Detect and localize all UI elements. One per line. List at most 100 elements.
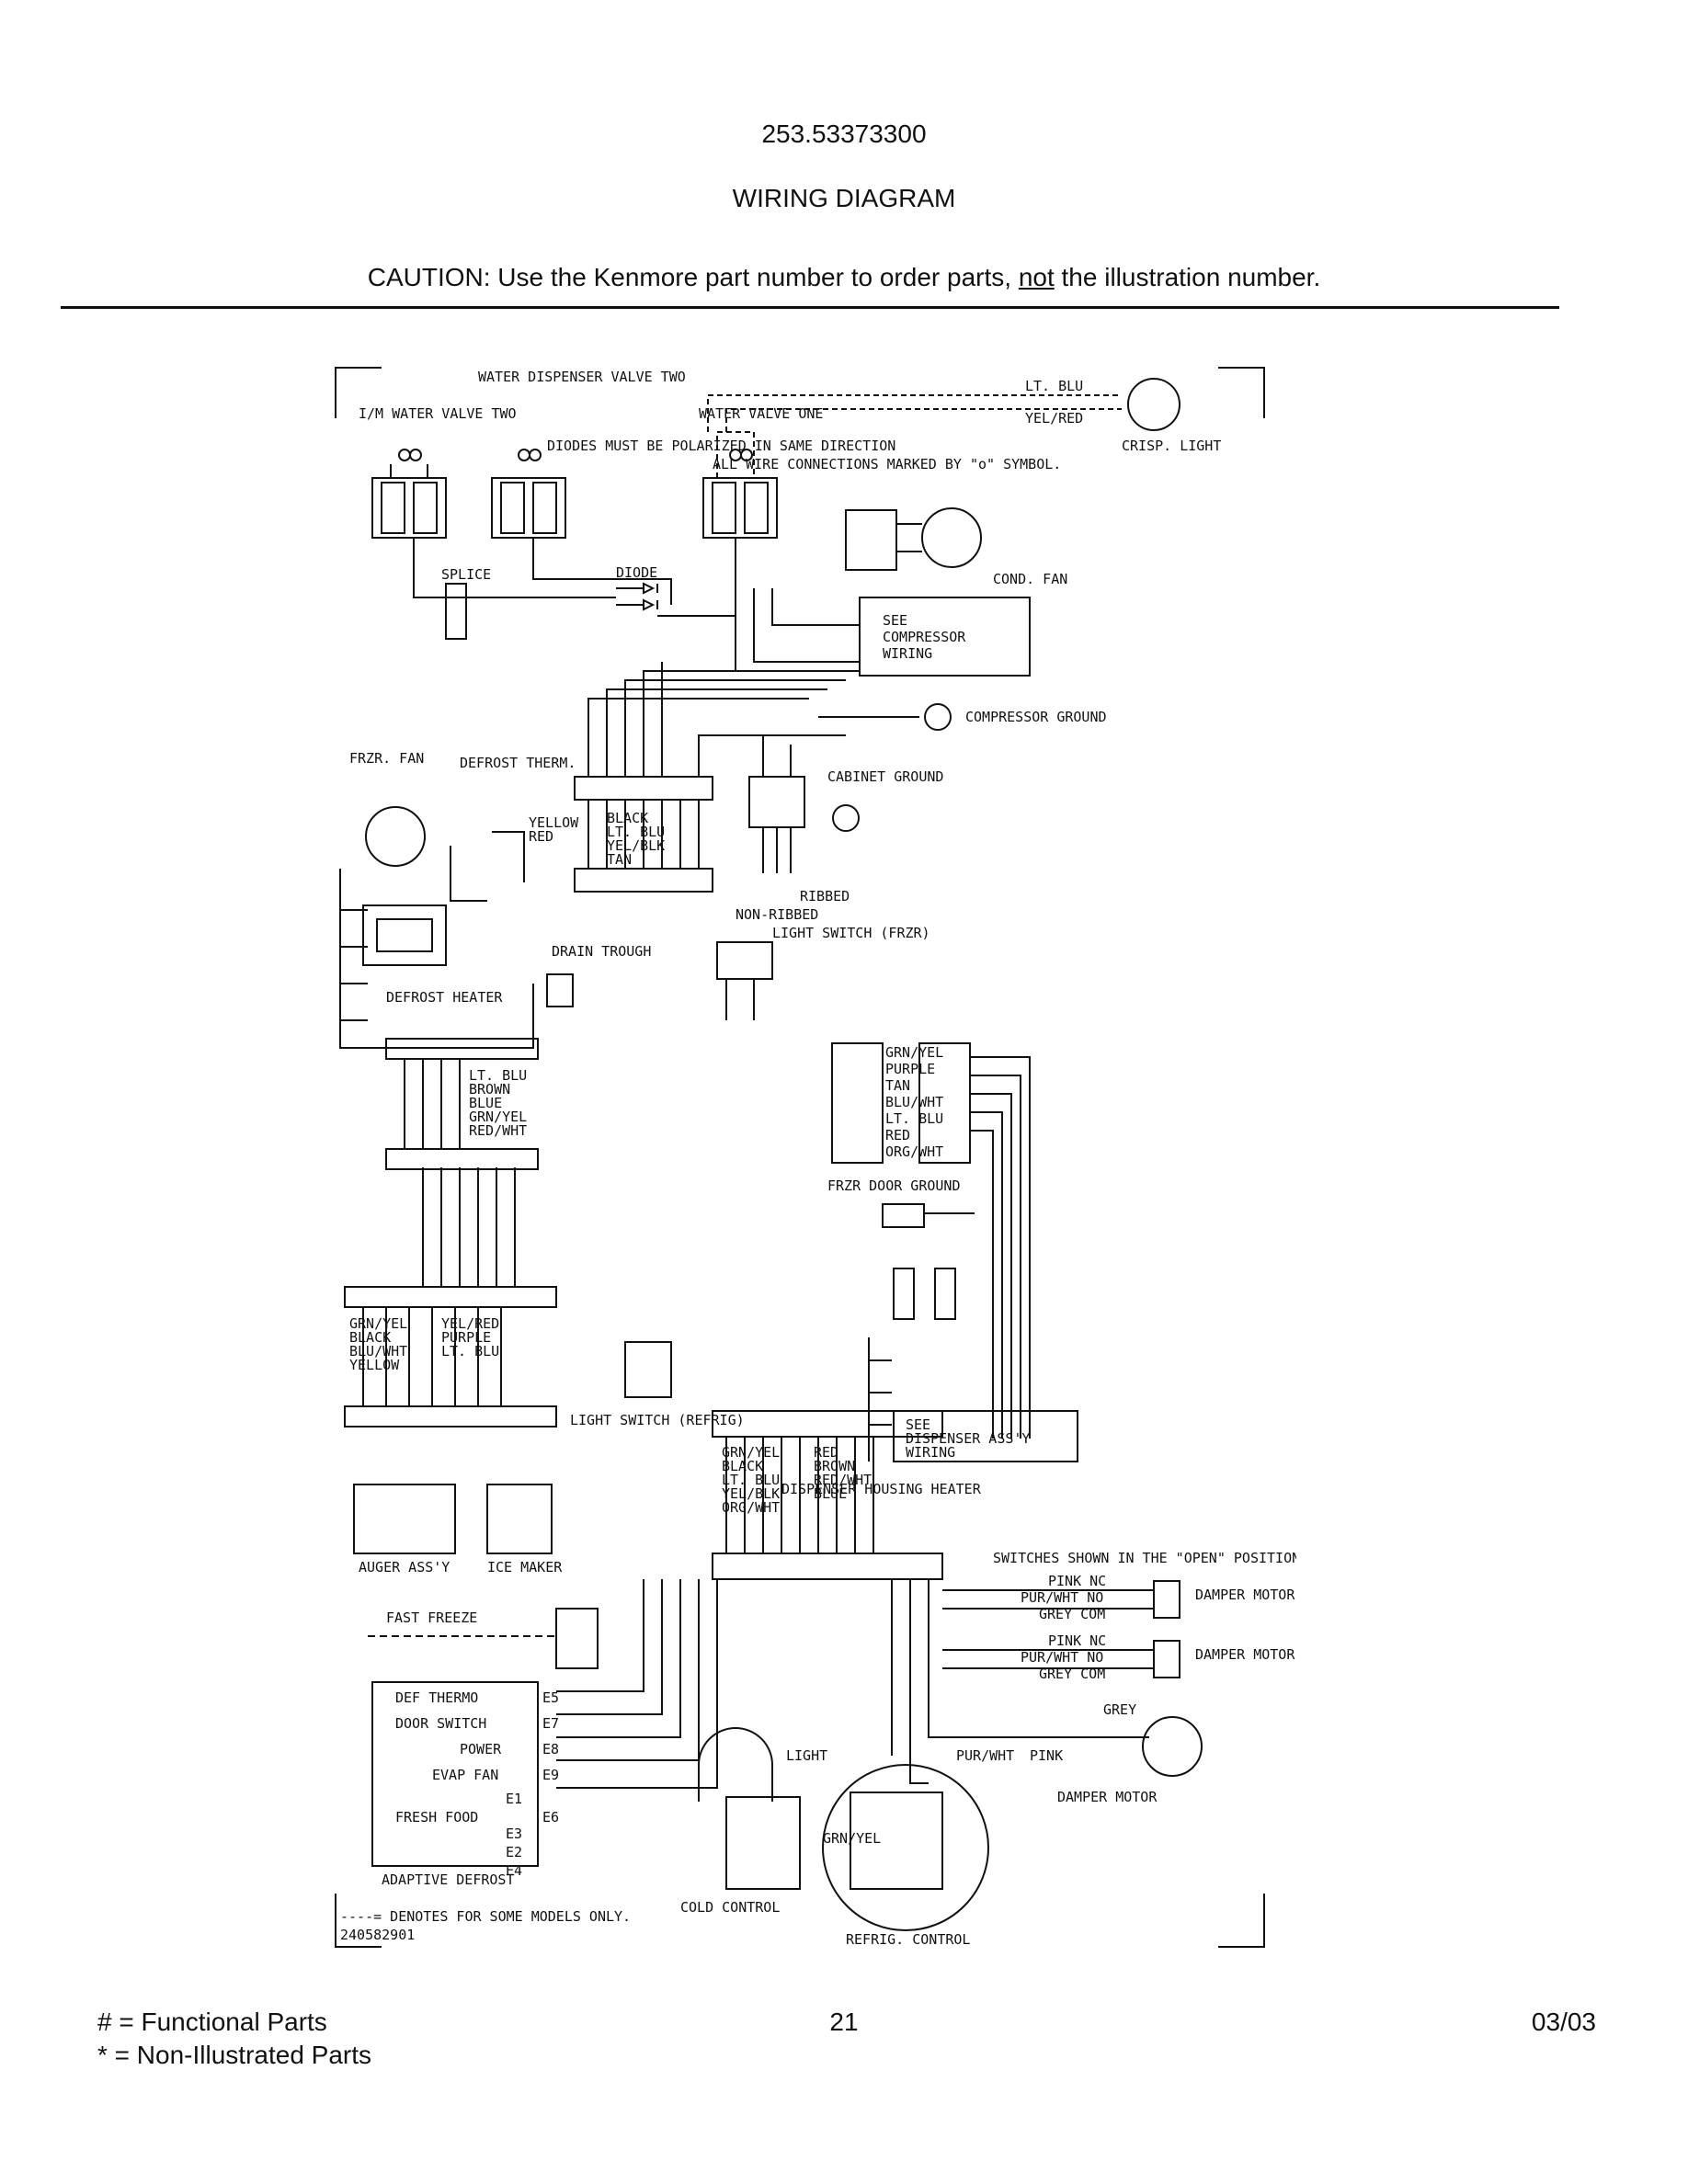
terminal-e2: E2 [506, 1844, 522, 1860]
harness-top-wire-2: LT. BLU [607, 824, 665, 840]
harness-lower-mid-wire-3: LT. BLU [722, 1472, 780, 1488]
adaptive-defrost-board [371, 1681, 539, 1867]
non-ribbed-label: NON-RIBBED [736, 906, 818, 923]
harness-lower-left-wire-7: LT. BLU [441, 1343, 499, 1359]
fast-freeze-label: FAST FREEZE [386, 1610, 477, 1626]
terminal-power: POWER [460, 1741, 502, 1757]
harness-top-wire-1: BLACK [607, 810, 648, 826]
diode-1 [616, 582, 658, 595]
harness-lower-mid-lower [712, 1553, 943, 1580]
harness-lower-left-wire-1: GRN/YEL [349, 1315, 407, 1332]
diode-2 [616, 598, 658, 611]
diode-label: DIODE [616, 564, 657, 581]
diodes-note: DIODES MUST BE POLARIZED IN SAME DIRECTI… [547, 438, 895, 454]
drain-trough [546, 973, 574, 1007]
fast-freeze-switch [555, 1608, 599, 1669]
harness-right-right [918, 1042, 971, 1164]
harness-lower-mid-wire-5: ORG/WHT [722, 1499, 780, 1516]
terminal-door-switch-code: E7 [542, 1715, 559, 1732]
harness-lower-left-wire-6: PURPLE [441, 1329, 491, 1346]
cond-fan-connector [845, 509, 897, 571]
harness-left-wire-4: GRN/YEL [469, 1109, 527, 1125]
harness-left-wire-5: RED/WHT [469, 1122, 527, 1139]
auger-assy-label: AUGER ASS'Y [359, 1559, 450, 1575]
model-number: 253.53373300 [761, 119, 927, 148]
see-compressor-line3: WIRING [883, 645, 932, 662]
damper-switch-1 [1153, 1580, 1180, 1619]
switch-wire-4: PINK NC [1048, 1632, 1106, 1649]
im-water-valve-label: I/M WATER VALVE TWO [359, 405, 517, 422]
compressor-ground-label: COMPRESSOR GROUND [965, 709, 1107, 725]
terminal-door-switch: DOOR SWITCH [395, 1715, 486, 1732]
terminal-fresh-food: FRESH FOOD [395, 1809, 478, 1826]
light-socket [698, 1727, 773, 1802]
harness-lower-mid-wire-1: GRN/YEL [722, 1444, 780, 1461]
harness-lower-left-upper [344, 1286, 557, 1308]
header-rule [61, 306, 1559, 309]
cond-fan-motor [921, 507, 982, 568]
switch-wire-6: GREY COM [1039, 1666, 1105, 1682]
harness-left-wire-2: BROWN [469, 1081, 510, 1098]
terminal-def-thermo: DEF THERMO [395, 1689, 478, 1706]
legend-non-illustrated-parts: * = Non-Illustrated Parts [97, 2041, 372, 2069]
yel-red-wire: YEL/RED [1025, 410, 1083, 427]
switch-wire-1: PINK NC [1048, 1573, 1106, 1589]
harness-top-lower [574, 868, 713, 893]
harness-lower-left-wire-3: BLU/WHT [349, 1343, 407, 1359]
harness-lower-mid-wire-6: RED [814, 1444, 838, 1461]
terminal-e1: E1 [506, 1791, 522, 1807]
damper-motor-label-2: DAMPER MOTOR [1195, 1646, 1295, 1663]
grn-yel-wire: GRN/YEL [823, 1830, 881, 1847]
terminal-fresh-food-code: E6 [542, 1809, 559, 1826]
terminal-e4: E4 [506, 1862, 522, 1879]
crisp-light-label: CRISP. LIGHT [1122, 438, 1221, 454]
caution-note: CAUTION: Use the Kenmore part number to … [0, 263, 1688, 292]
defrost-therm-label: DEFROST THERM. [460, 755, 576, 771]
pur-wht-wire: PUR/WHT [956, 1747, 1014, 1764]
dispenser-housing-heater [868, 1337, 892, 1462]
terminal-evap-fan: EVAP FAN [432, 1767, 498, 1783]
harness-left-lower [385, 1148, 539, 1170]
connections-note: ALL WIRE CONNECTIONS MARKED BY "o" SYMBO… [713, 456, 1061, 472]
caution-emphasis: not [1018, 263, 1055, 291]
harness-lower-left-wire-5: YEL/RED [441, 1315, 499, 1332]
page-title: WIRING DIAGRAM [732, 184, 956, 212]
harness-lower-mid-upper [712, 1410, 943, 1438]
terminal-e3: E3 [506, 1826, 522, 1842]
switch-wire-5: PUR/WHT NO [1021, 1649, 1103, 1666]
harness-lower-mid-wire-2: BLACK [722, 1458, 763, 1474]
light-label: LIGHT [786, 1747, 827, 1764]
harness-right-wire-4: BLU/WHT [885, 1094, 943, 1110]
harness-right-wire-6: RED [885, 1127, 910, 1143]
dispenser-valve-label: WATER DISPENSER VALVE TWO [478, 369, 686, 385]
damper-motor-label-3: DAMPER MOTOR [1057, 1789, 1158, 1805]
harness-top-wire-6: RED [529, 828, 553, 845]
harness-right-wire-5: LT. BLU [885, 1110, 943, 1127]
harness-left-wire-1: LT. BLU [469, 1067, 527, 1084]
crisp-light-bulb [1127, 378, 1180, 431]
wiring-diagram: I/M WATER VALVE TWO WATER DISPENSER VALV… [335, 367, 1296, 1948]
frzr-door-ground-label: FRZR DOOR GROUND [827, 1177, 961, 1194]
terminal-def-thermo-code: E5 [542, 1689, 559, 1706]
harness-lower-left-lower [344, 1405, 557, 1428]
ribbed-label: RIBBED [800, 888, 850, 904]
harness-left-upper [385, 1038, 539, 1060]
caution-suffix: the illustration number. [1054, 263, 1321, 291]
harness-right-wire-7: ORG/WHT [885, 1143, 943, 1160]
grey-wire: GREY [1103, 1701, 1136, 1718]
caution-prefix: CAUTION: Use the Kenmore part number to … [367, 263, 1019, 291]
dispenser-valve [491, 449, 566, 539]
harness-right-left [831, 1042, 884, 1164]
terminal-evap-fan-code: E9 [542, 1767, 559, 1783]
refrig-control [822, 1764, 989, 1931]
legend-functional-parts: # = Functional Parts [97, 2008, 327, 2036]
see-dispenser-line1: SEE [906, 1416, 930, 1433]
harness-lower-mid-wire-9: BLUE [814, 1485, 847, 1502]
lt-blu-wire: LT. BLU [1025, 378, 1083, 394]
ice-maker-box [486, 1484, 553, 1554]
light-switch-refrig-label: LIGHT SWITCH (REFRIG) [570, 1412, 745, 1428]
see-dispenser-line3: WIRING [906, 1444, 955, 1461]
frzr-fan-label: FRZR. FAN [349, 750, 424, 767]
cabinet-ground-label: CABINET GROUND [827, 768, 943, 785]
harness-lower-left-wire-4: YELLOW [349, 1357, 400, 1373]
